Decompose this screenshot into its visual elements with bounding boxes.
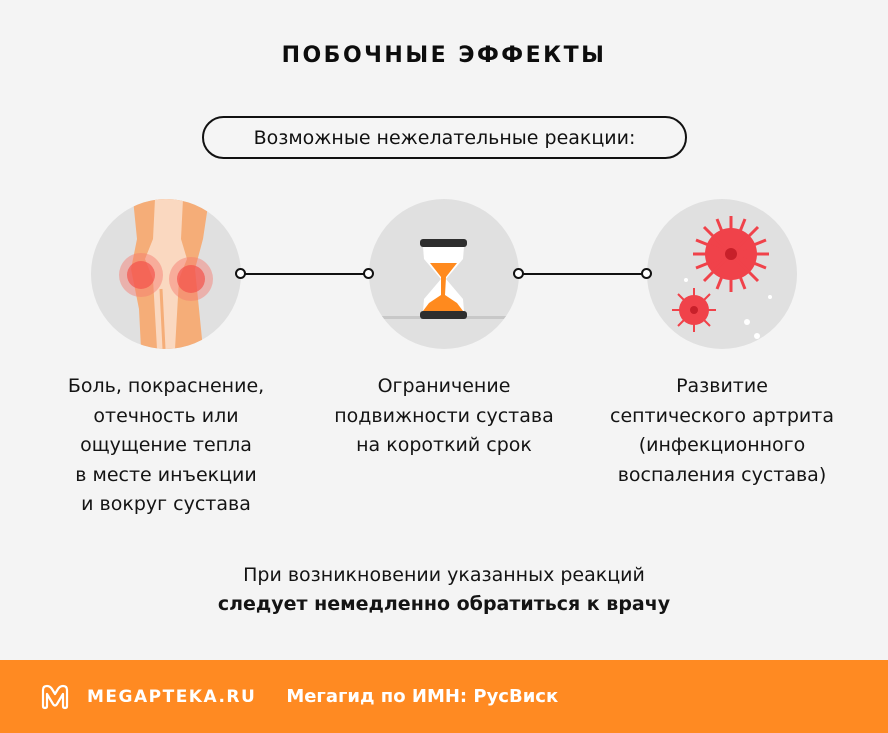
warning-note-line2: следует немедленно обратиться к врачу (217, 593, 671, 615)
connector-dot (513, 268, 524, 279)
connector-dot (641, 268, 652, 279)
warning-note: При возникновении указанных реакций след… (0, 561, 888, 619)
connector-dot (235, 268, 246, 279)
connector-dot (363, 268, 374, 279)
effect-description-pain: Боль, покраснение, отечность или ощущени… (67, 375, 265, 515)
hourglass-icon (369, 199, 519, 349)
connector-line-1 (241, 273, 369, 275)
virus-icon (647, 199, 797, 349)
warning-note-line1: При возникновении указанных реакций (243, 564, 645, 586)
footer-tagline: Мегагид по ИМН: РусВиск (286, 686, 559, 707)
page-title: ПОБОЧНЫЕ ЭФФЕКТЫ (281, 43, 607, 68)
effect-description-mobility: Ограничение подвижности сустава на корот… (334, 375, 554, 456)
effect-description-arthritis: Развитие септического артрита (инфекцион… (610, 375, 834, 486)
subtitle-pill: Возможные нежелательные реакции: (202, 116, 687, 159)
megapteka-logo-icon (41, 684, 69, 709)
subtitle-text: Возможные нежелательные реакции: (253, 126, 636, 149)
connector-line-2 (519, 273, 647, 275)
footer-bar: MEGAPTEKA.RU Мегагид по ИМН: РусВиск (0, 660, 888, 733)
footer-brand: MEGAPTEKA.RU (87, 686, 257, 707)
knee-inflammation-icon (91, 199, 241, 349)
